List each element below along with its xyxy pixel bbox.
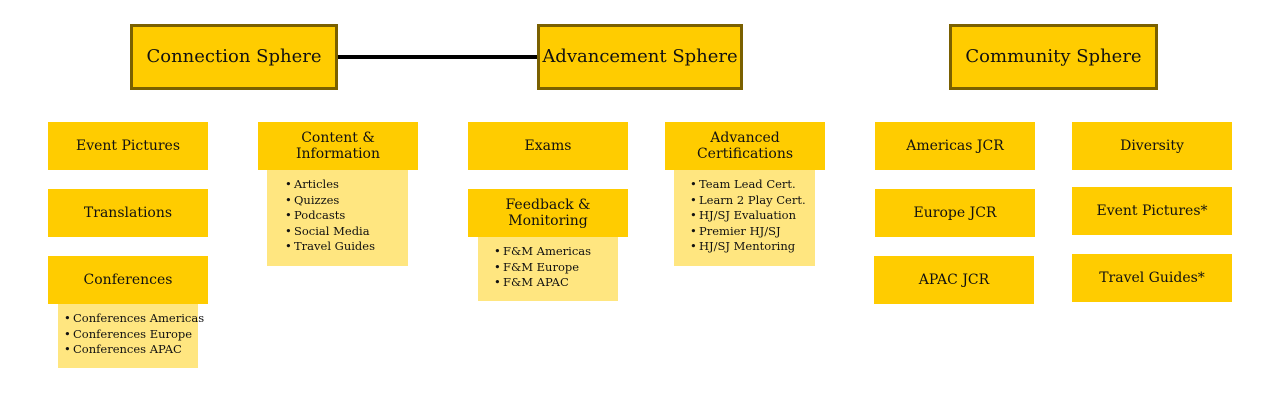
advanced-certifications-label: Advanced Certifications <box>696 130 794 162</box>
exams-box: Exams <box>468 122 628 170</box>
travel-guides-box: Travel Guides* <box>1072 254 1232 302</box>
conferences-sublist: Conferences Americas Conferences Europe … <box>58 304 204 368</box>
certification-item: HJ/SJ Mentoring <box>690 239 805 255</box>
sphere-connector-line <box>336 55 539 59</box>
conferences-list: Conferences Americas Conferences Europe … <box>64 311 204 358</box>
certification-item: HJ/SJ Evaluation <box>690 208 805 224</box>
content-item: Social Media <box>285 224 398 240</box>
feedback-item: F&M Americas <box>494 244 608 260</box>
content-list: Articles Quizzes Podcasts Social Media T… <box>285 177 398 255</box>
connection-sphere-label: Connection Sphere <box>146 46 322 67</box>
apac-jcr-box: APAC JCR <box>874 256 1034 304</box>
advancement-sphere-label: Advancement Sphere <box>542 46 738 67</box>
community-event-pictures-box: Event Pictures* <box>1072 187 1232 235</box>
travel-guides-label: Travel Guides* <box>1099 270 1205 286</box>
translations-label: Translations <box>83 205 173 221</box>
diversity-label: Diversity <box>1120 138 1184 154</box>
conferences-box: Conferences <box>48 256 208 304</box>
community-event-pictures-label: Event Pictures* <box>1096 203 1208 219</box>
conferences-label: Conferences <box>83 272 173 288</box>
conferences-item: Conferences APAC <box>64 342 188 358</box>
community-sphere-box: Community Sphere <box>949 24 1158 90</box>
exams-label: Exams <box>524 138 572 154</box>
feedback-item: F&M Europe <box>494 260 608 276</box>
europe-jcr-box: Europe JCR <box>875 189 1035 237</box>
content-item: Travel Guides <box>285 239 398 255</box>
feedback-monitoring-box: Feedback & Monitoring <box>468 189 628 237</box>
advancement-sphere-box: Advancement Sphere <box>537 24 743 90</box>
certification-item: Team Lead Cert. <box>690 177 805 193</box>
advanced-certifications-box: Advanced Certifications <box>665 122 825 170</box>
content-item: Quizzes <box>285 193 398 209</box>
translations-box: Translations <box>48 189 208 237</box>
content-item: Articles <box>285 177 398 193</box>
connection-sphere-box: Connection Sphere <box>130 24 338 90</box>
content-information-sublist: Articles Quizzes Podcasts Social Media T… <box>267 170 408 266</box>
conferences-item: Conferences Europe <box>64 327 192 343</box>
europe-jcr-label: Europe JCR <box>913 205 997 221</box>
americas-jcr-box: Americas JCR <box>875 122 1035 170</box>
content-information-box: Content & Information <box>258 122 418 170</box>
feedback-monitoring-sublist: F&M Americas F&M Europe F&M APAC <box>478 237 618 301</box>
event-pictures-label: Event Pictures <box>75 138 181 154</box>
certification-item: Learn 2 Play Cert. <box>690 193 806 209</box>
advanced-certifications-sublist: Team Lead Cert. Learn 2 Play Cert. HJ/SJ… <box>674 170 815 266</box>
feedback-item: F&M APAC <box>494 275 608 291</box>
feedback-list: F&M Americas F&M Europe F&M APAC <box>494 244 608 291</box>
certification-item: Premier HJ/SJ <box>690 224 805 240</box>
content-item: Podcasts <box>285 208 398 224</box>
diversity-box: Diversity <box>1072 122 1232 170</box>
conferences-item: Conferences Americas <box>64 311 204 327</box>
certifications-list: Team Lead Cert. Learn 2 Play Cert. HJ/SJ… <box>690 177 806 255</box>
americas-jcr-label: Americas JCR <box>906 138 1004 154</box>
feedback-monitoring-label: Feedback & Monitoring <box>505 197 591 229</box>
event-pictures-box: Event Pictures <box>48 122 208 170</box>
apac-jcr-label: APAC JCR <box>918 272 990 288</box>
community-sphere-label: Community Sphere <box>965 46 1142 67</box>
content-information-label: Content & Information <box>295 130 381 162</box>
